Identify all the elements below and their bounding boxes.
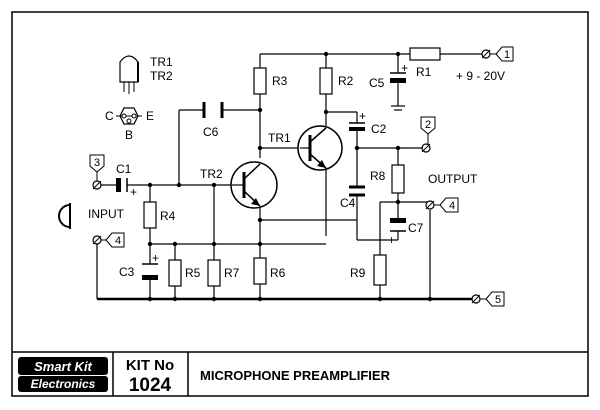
transistor-package-icon	[119, 55, 139, 94]
outer-frame	[11, 11, 589, 397]
label-output: OUTPUT	[428, 172, 478, 186]
label-tr2: TR2	[200, 167, 223, 181]
junction-dots	[147, 51, 433, 302]
label-tr2-pinout: TR2	[150, 69, 173, 83]
capacitor-c6	[202, 102, 224, 118]
label-supply: + 9 - 20V	[456, 69, 505, 83]
capacitor-c5	[390, 71, 406, 93]
resistor-r4	[143, 201, 157, 229]
resistor-r8	[391, 164, 405, 194]
capacitor-c1	[116, 178, 132, 192]
terminal-2	[420, 116, 436, 153]
brand-logo: Smart Kit Electronics	[18, 357, 108, 392]
resistor-r6	[253, 257, 267, 285]
label-c5-plus: +	[401, 61, 408, 75]
label-c7: C7	[408, 221, 424, 235]
label-c6: C6	[203, 125, 219, 139]
resistor-r7	[207, 259, 221, 287]
label-r4: R4	[160, 209, 176, 223]
terminal-number-2: 2	[425, 119, 431, 131]
kit-label: KIT No	[126, 357, 174, 374]
capacitor-c2	[349, 122, 365, 131]
label-tr1: TR1	[268, 131, 291, 145]
resistor-r5	[168, 259, 182, 287]
label-tr1-pinout: TR1	[150, 55, 173, 69]
terminal-number-3: 3	[94, 157, 100, 169]
label-pin-b: B	[125, 128, 133, 142]
kit-number: 1024	[129, 375, 172, 396]
label-r7: R7	[224, 266, 240, 280]
capacitor-c3	[142, 263, 158, 280]
transistor-tr1	[297, 125, 343, 171]
label-r1: R1	[416, 65, 432, 79]
label-r2: R2	[338, 74, 354, 88]
resistor-r2	[319, 67, 333, 95]
label-r8: R8	[370, 169, 386, 183]
label-c2: C2	[371, 122, 387, 136]
label-c2-plus: +	[359, 109, 366, 123]
label-c5: C5	[369, 76, 385, 90]
terminal-3	[89, 154, 105, 190]
resistor-r1	[409, 47, 441, 61]
label-c1-plus: +	[130, 185, 137, 199]
terminal-4-output	[425, 197, 459, 213]
label-r9: R9	[350, 266, 366, 280]
label-c3-plus: +	[152, 251, 159, 265]
terminal-number-1: 1	[504, 49, 510, 61]
label-c7-plus: +	[388, 233, 395, 247]
label-c4: C4	[340, 196, 356, 210]
terminal-number-4-input: 4	[115, 235, 121, 247]
label-pin-c: C	[105, 109, 114, 123]
microphone-icon	[58, 203, 71, 229]
transistor-tr2	[230, 161, 278, 209]
terminal-number-5: 5	[495, 294, 501, 306]
capacitor-c4	[349, 185, 365, 197]
capacitor-c7	[390, 218, 406, 233]
label-r3: R3	[272, 74, 288, 88]
label-pin-e: E	[146, 109, 154, 123]
label-c1: C1	[116, 162, 132, 176]
label-r6: R6	[270, 266, 286, 280]
transistor-pinout-icon	[116, 107, 142, 125]
brand-line-2: Electronics	[31, 377, 96, 391]
label-input: INPUT	[88, 207, 125, 221]
footer-title: MICROPHONE PREAMPLIFIER	[200, 368, 391, 383]
wiring	[96, 53, 486, 301]
label-r5: R5	[185, 266, 201, 280]
terminal-1	[481, 46, 514, 62]
terminal-5	[471, 291, 505, 307]
label-c3: C3	[119, 265, 135, 279]
terminal-4-input	[92, 232, 125, 248]
resistor-r9	[373, 254, 387, 286]
resistor-r3	[253, 67, 267, 95]
terminal-number-4-output: 4	[449, 200, 455, 212]
brand-line-1: Smart Kit	[34, 359, 92, 374]
